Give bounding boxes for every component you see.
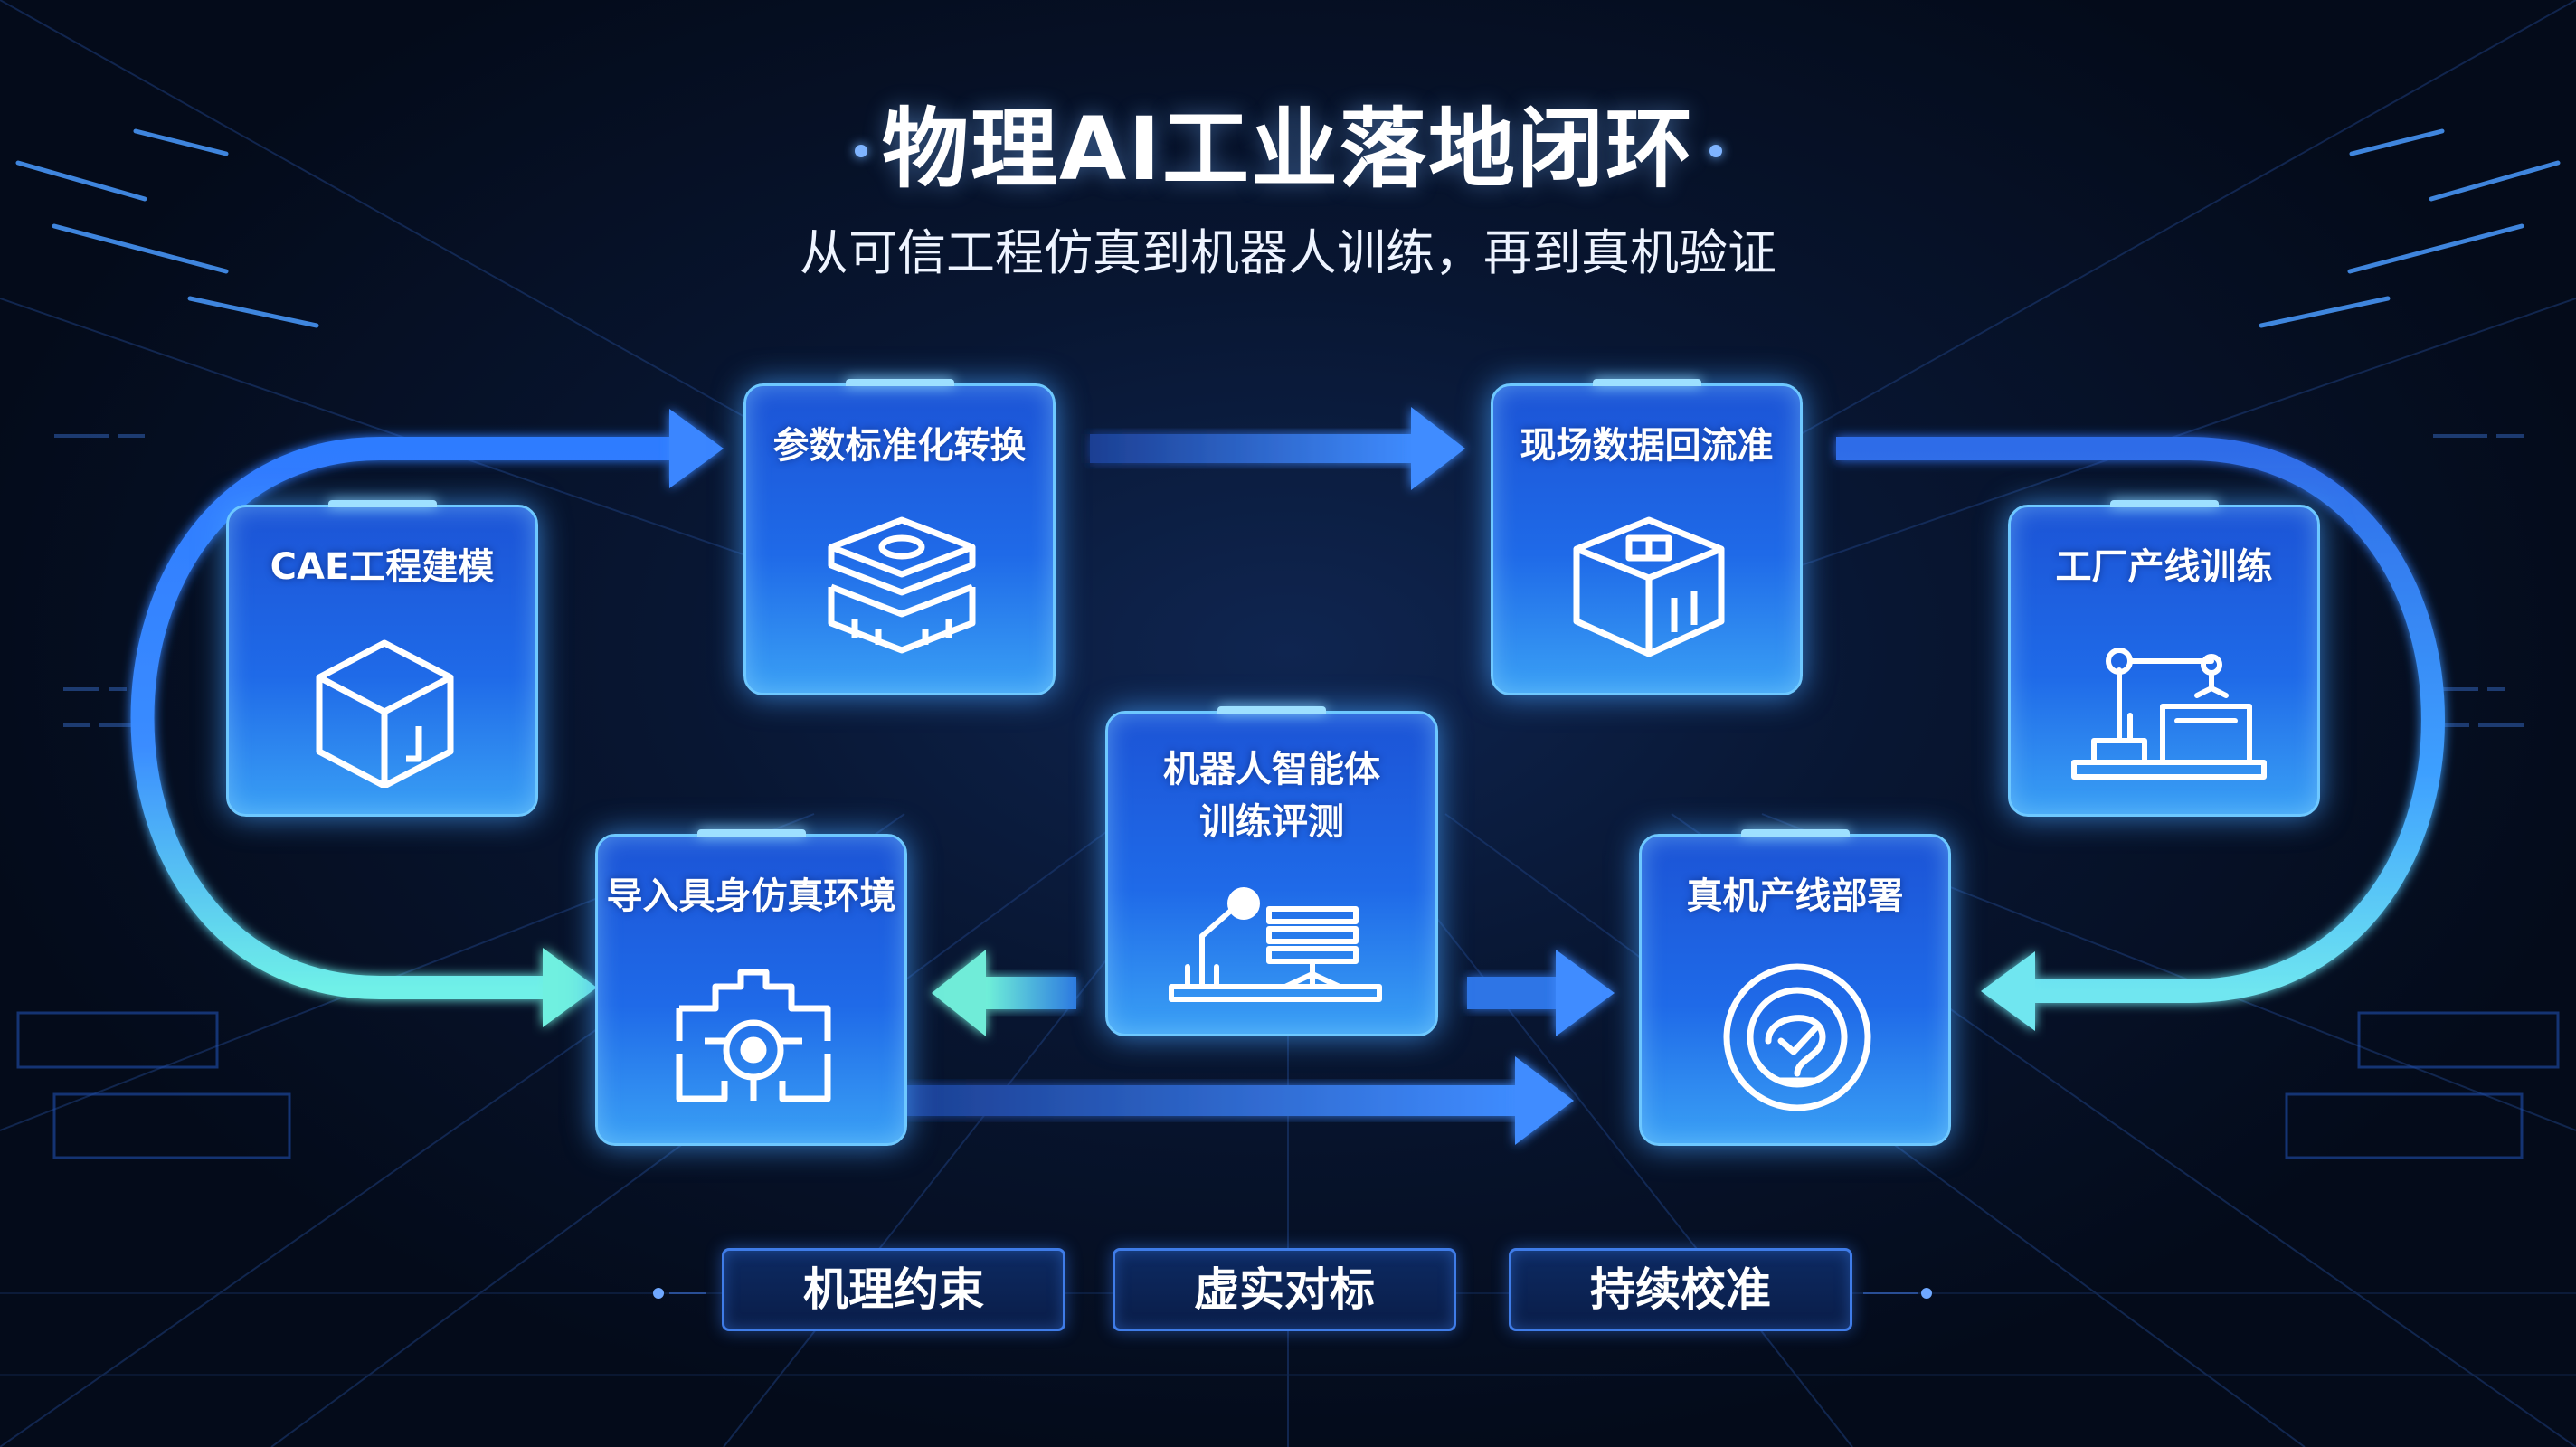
node-cae-modeling: CAE工程建模: [226, 500, 538, 817]
node-real-deployment: 真机产线部署: [1639, 829, 1951, 1146]
right-loop-arrowhead: [1981, 951, 2035, 1031]
node-param-conversion: 参数标准化转换: [743, 379, 1056, 695]
node-param-label: 参数标准化转换: [772, 425, 1027, 467]
left-loop-bottom-arrowhead: [543, 948, 597, 1027]
node-field-label: 现场数据回流准: [1520, 425, 1774, 467]
node-agent-label-line1: 机器人智能体: [1163, 749, 1380, 790]
node-factory-label: 工厂产线训练: [2055, 546, 2273, 588]
tag-continuous-calibration: 持续校准: [1509, 1248, 1852, 1331]
data-box-icon: [1573, 516, 1725, 657]
node-field-data: 现场数据回流准: [1491, 379, 1803, 695]
node-agent-label-line2: 训练评测: [1199, 801, 1344, 843]
cube-icon: [316, 639, 454, 788]
agent-to-import-arrowhead: [932, 950, 986, 1036]
agent-to-import-arrow: [986, 977, 1076, 1009]
stack-layers-icon: [828, 516, 976, 654]
circular-badge-icon: [1723, 963, 1871, 1111]
node-factory-training: 工厂产线训练: [2008, 500, 2320, 817]
param-to-field-arrowhead: [1411, 407, 1465, 490]
robot-arm-icon: [2071, 648, 2267, 780]
node-agent-training: 机器人智能体 训练评测: [1105, 706, 1438, 1036]
page-subtitle: 从可信工程仿真到机器人训练，再到真机验证: [800, 224, 1776, 281]
title-dot-left: [855, 145, 867, 157]
node-import-simulation: 导入具身仿真环境: [595, 829, 907, 1146]
agent-to-deploy-arrowhead: [1556, 950, 1615, 1036]
import-to-deploy-arrowhead: [1515, 1056, 1574, 1145]
agent-to-deploy-arrow: [1467, 977, 1558, 1009]
left-loop-top-arrowhead: [669, 409, 724, 488]
right-loop-arrow: [1836, 437, 2445, 1003]
tag-virtual-real-benchmark: 虚实对标: [1113, 1248, 1456, 1331]
node-cae-label: CAE工程建模: [270, 546, 495, 588]
import-to-deploy-arrow: [904, 1085, 1520, 1116]
title-dot-right: [1709, 145, 1722, 157]
param-to-field-arrow: [1090, 434, 1416, 463]
node-import-label: 导入具身仿真环境: [606, 875, 896, 917]
gear-frame-icon: [676, 969, 831, 1102]
tag-mechanism-constraint: 机理约束: [722, 1248, 1065, 1331]
left-loop-arrow: [130, 437, 669, 999]
robot-workbench-icon: [1169, 887, 1382, 1002]
node-deploy-label: 真机产线部署: [1686, 875, 1904, 917]
page-title: 物理AI工业落地闭环: [881, 99, 1694, 200]
